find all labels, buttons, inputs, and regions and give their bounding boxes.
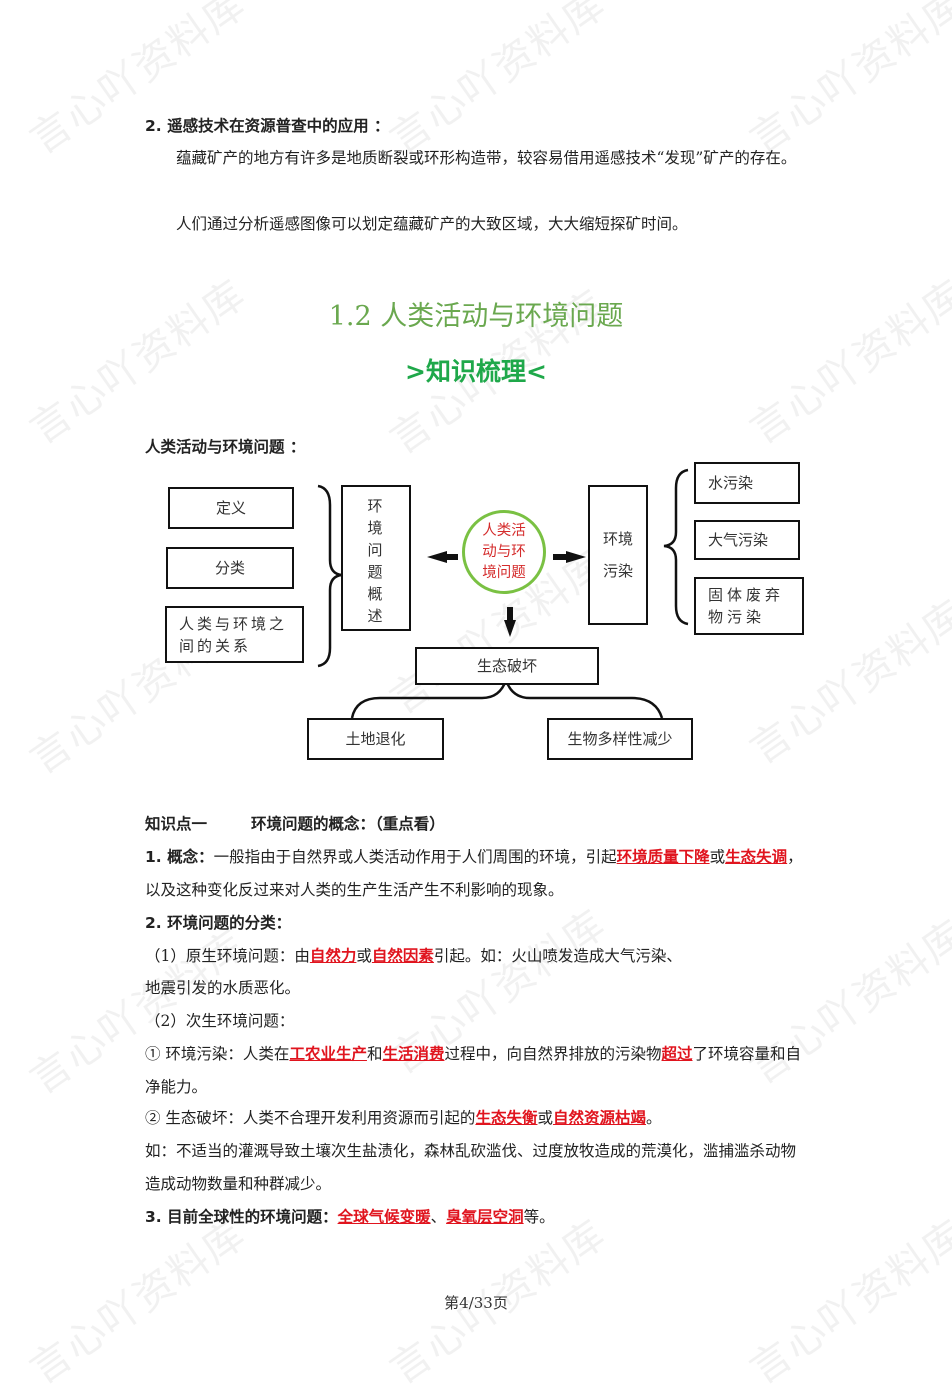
concept-label: 1. 概念：: [145, 848, 214, 866]
classification-box: 分类: [166, 547, 294, 589]
ecology-text: 或: [537, 1109, 553, 1127]
biodiversity-label: 生物多样性减少: [567, 730, 673, 748]
overview-box: 环 境 问 题 概 述: [341, 485, 411, 631]
definition-label: 定义: [215, 499, 246, 517]
water-pollution-label: 水污染: [708, 474, 754, 492]
knowledge-title: 环境问题的概念：（重点看）: [251, 815, 445, 833]
remote-sensing-heading: 2. 遥感技术在资源普查中的应用 ：: [145, 117, 390, 135]
keyword-highlight: 全球气候变暖: [337, 1208, 431, 1226]
ecology-text: 。: [645, 1109, 662, 1127]
definition-box: 定义: [168, 487, 294, 529]
land-degradation-box: 土地退化: [307, 718, 444, 760]
pollution-line-1: 环境: [602, 530, 633, 548]
global-label: 3. 目前全球性的环境问题：: [145, 1208, 338, 1226]
biodiversity-box: 生物多样性减少: [547, 718, 693, 760]
knowledge-label: 知识点一: [145, 815, 208, 833]
global-text: 等。: [523, 1208, 555, 1226]
solid-waste-label: 固体废弃物污染: [708, 586, 785, 626]
keyword-highlight: 环境质量下降: [616, 848, 710, 866]
classification-label: 分类: [214, 559, 245, 577]
secondary-heading: （2）次生环境问题：: [145, 1012, 295, 1030]
keyword-highlight: 生活消费: [382, 1045, 445, 1063]
air-pollution-label: 大气污染: [708, 531, 769, 549]
pollution-text: ① 环境污染：人类在: [145, 1045, 290, 1063]
water-pollution-box: 水污染: [694, 462, 800, 504]
remote-sensing-para-2: 人们通过分析遥感图像可以划定蕴藏矿产的大致区域，大大缩短探矿时间。: [176, 215, 688, 233]
global-text: 、: [430, 1208, 447, 1226]
solid-waste-box: 固体废弃物污染: [694, 577, 804, 635]
center-circle: 人类活 动与环 境问题: [462, 510, 546, 594]
primary-problem-paragraph: （1）原生环境问题：由自然力或自然因素引起。如：火山喷发造成大气污染、: [145, 940, 810, 973]
concept-text: 或: [709, 848, 726, 866]
keyword-highlight: 自然资源枯竭: [552, 1109, 646, 1127]
overview-label: 环 境 问 题 概 述: [367, 497, 393, 625]
ecology-box: 生态破坏: [415, 647, 599, 685]
relation-label: 人类与环境之间的关系: [179, 614, 288, 655]
pollution-text: 了环境容量和自净能力。: [145, 1045, 802, 1096]
center-line-2: 动与环: [482, 543, 526, 560]
keyword-highlight: 臭氧层空洞: [446, 1208, 524, 1226]
keyword-highlight: 超过: [661, 1045, 693, 1063]
relation-box: 人类与环境之间的关系: [165, 606, 304, 663]
classification-heading: 2. 环境问题的分类：: [145, 914, 292, 932]
primary-problem-cont: 地震引发的水质恶化。: [145, 979, 301, 997]
pollution-paragraph: ① 环境污染：人类在工农业生产和生活消费过程中，向自然界排放的污染物超过了环境容…: [145, 1038, 810, 1104]
chapter-subtitle: >知识梳理<: [405, 357, 547, 386]
ecology-text: ② 生态破坏：人类不合理开发利用资源而引起的: [145, 1109, 476, 1127]
center-line-1: 人类活: [482, 522, 526, 539]
knowledge-heading: 知识点一 环境问题的概念：（重点看）: [145, 808, 810, 841]
example-paragraph: 如：不适当的灌溉导致土壤次生盐渍化，森林乱砍滥伐、过度放牧造成的荒漠化，滥捕滥杀…: [145, 1142, 797, 1193]
ecology-paragraph: ② 生态破坏：人类不合理开发利用资源而引起的生态失衡或自然资源枯竭。: [145, 1102, 810, 1135]
concept-paragraph: 1. 概念：一般指由于自然界或人类活动作用于人们周围的环境，引起环境质量下降或生…: [145, 841, 810, 907]
primary-text: （1）原生环境问题：由: [145, 947, 310, 965]
primary-text: 或: [356, 947, 372, 965]
pollution-line-2: 污染: [602, 562, 633, 580]
chapter-title: 1.2 人类活动与环境问题: [328, 301, 624, 332]
keyword-highlight: 自然力: [309, 947, 357, 965]
ecology-label: 生态破坏: [476, 657, 537, 675]
pollution-box: 环境 污染: [588, 485, 648, 625]
keyword-highlight: 工农业生产: [289, 1045, 367, 1063]
air-pollution-box: 大气污染: [694, 520, 800, 560]
keyword-highlight: 生态失调: [725, 848, 788, 866]
keyword-highlight: 自然因素: [371, 947, 434, 965]
concept-text: 一般指由于自然界或人类活动作用于人们周围的环境，引起: [213, 848, 617, 866]
concept-text: ，以及这种变化反过来对人类的生产生活产生不利影响的现象。: [145, 848, 803, 899]
primary-text: 引起。如：火山喷发造成大气污染、: [433, 947, 682, 965]
keyword-highlight: 生态失衡: [475, 1109, 538, 1127]
pollution-text: 过程中，向自然界排放的污染物: [444, 1045, 662, 1063]
page-number: 第4/33页: [444, 1294, 508, 1312]
global-problems-paragraph: 3. 目前全球性的环境问题：全球气候变暖、臭氧层空洞等。: [145, 1201, 810, 1234]
pollution-text: 和: [366, 1045, 383, 1063]
diagram-caption: 人类活动与环境问题 ：: [145, 438, 306, 456]
center-line-3: 境问题: [482, 564, 526, 581]
land-degradation-label: 土地退化: [345, 730, 406, 748]
remote-sensing-para-1: 蕴藏矿产的地方有许多是地质断裂或环形构造带，较容易借用遥感技术“发现”矿产的存在…: [176, 149, 797, 167]
